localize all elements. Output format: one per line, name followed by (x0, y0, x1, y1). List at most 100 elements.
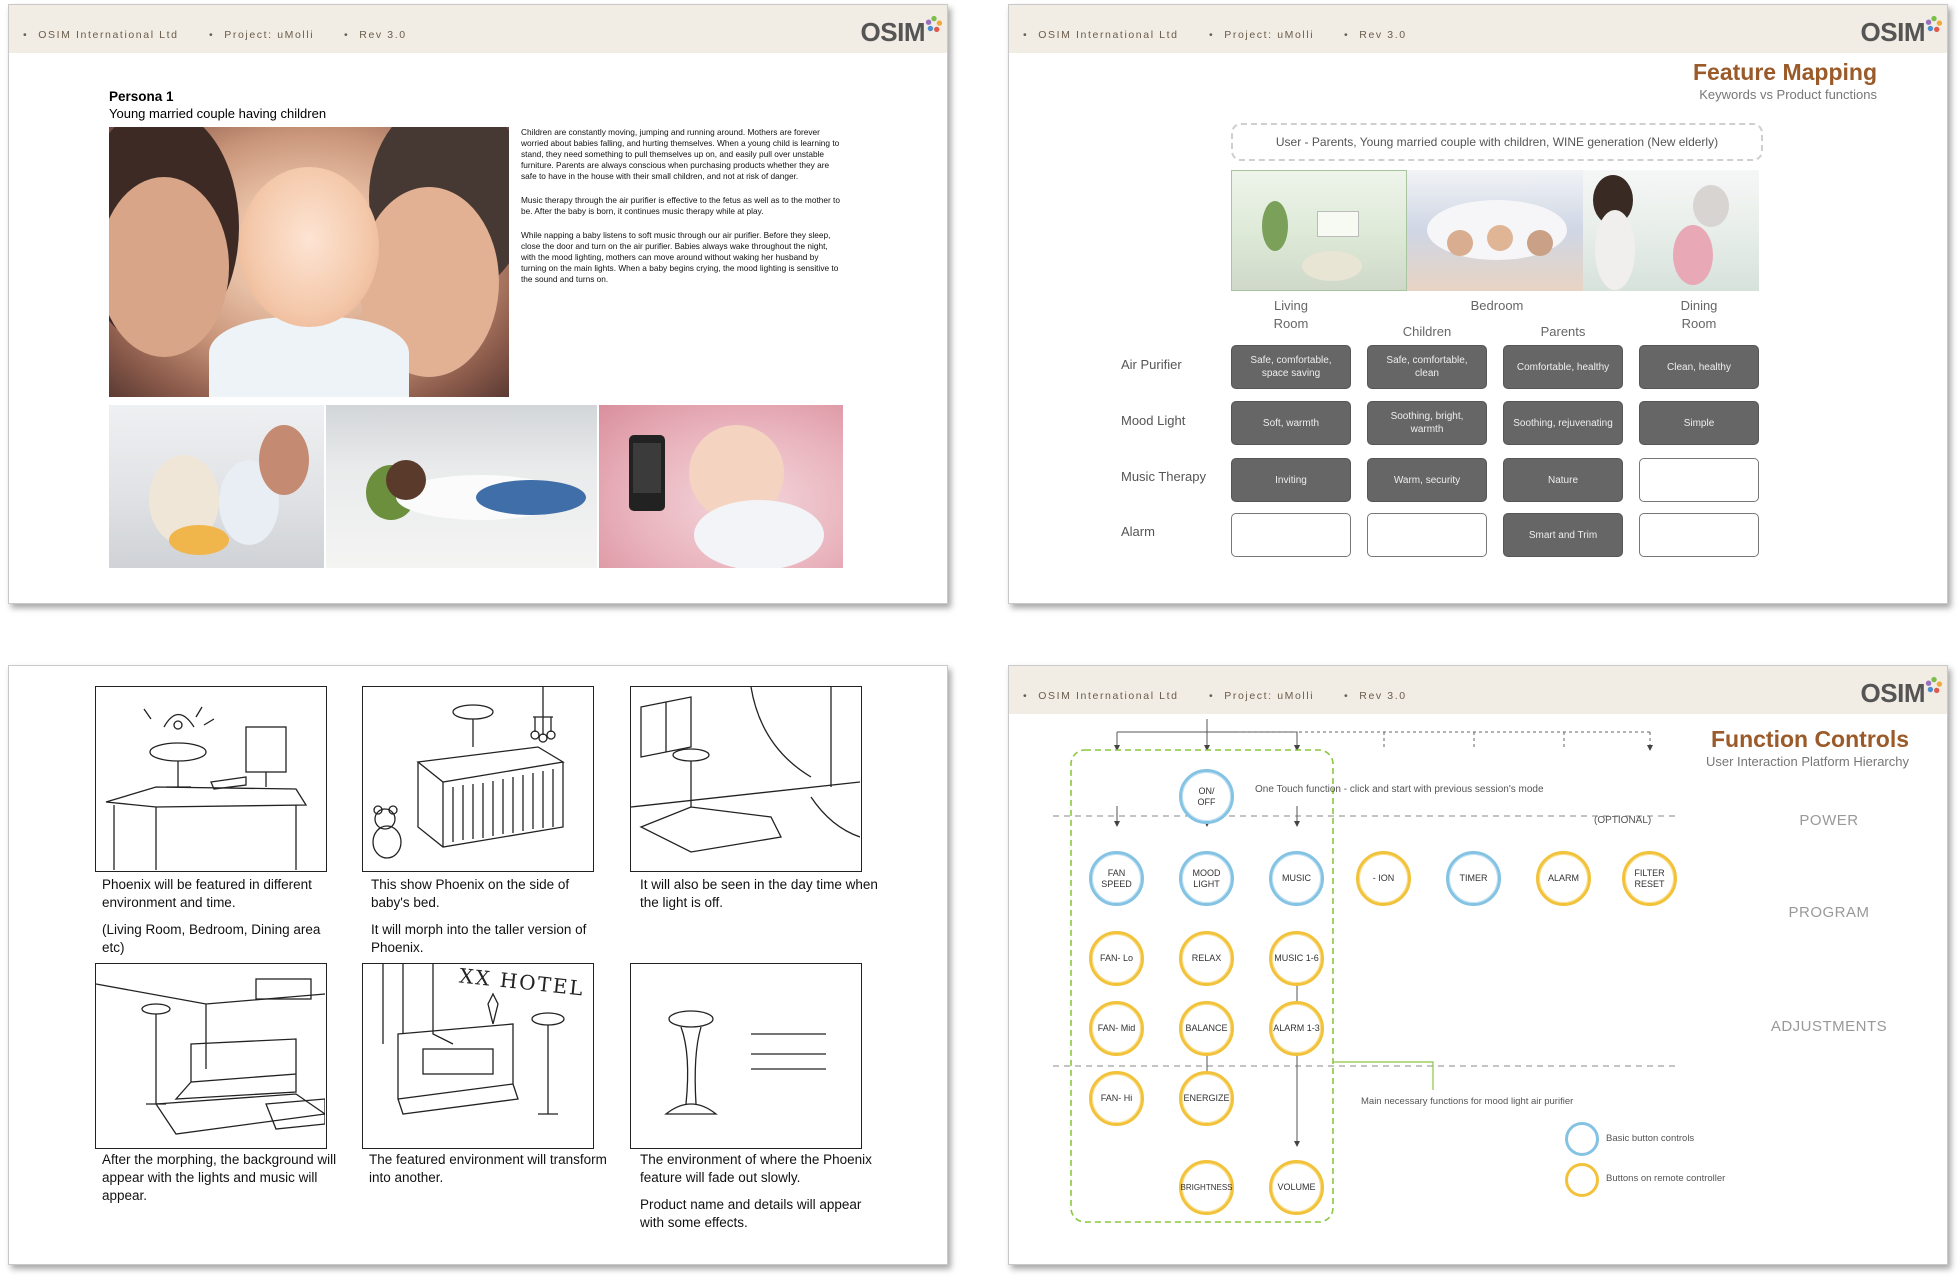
sketch-phoenix-fade (630, 963, 862, 1149)
persona-subtitle: Young married couple having children (109, 106, 327, 121)
persona-description: Children are constantly moving, jumping … (521, 127, 841, 298)
node-fan-lo: FAN- Lo (1089, 931, 1144, 986)
osim-logo: OSIM (1861, 15, 1943, 48)
row-alarm: Alarm (1121, 524, 1155, 539)
cell-air-children: Safe, comfortable, clean (1367, 345, 1487, 389)
slide-feature-mapping: OSIM International Ltd Project: uMolli R… (1008, 4, 1948, 604)
node-fan-speed: FAN SPEED (1089, 851, 1144, 906)
header-company: OSIM International Ltd (23, 29, 179, 41)
optional-label: (OPTIONAL) (1594, 815, 1652, 826)
cell-air-living: Safe, comfortable, space saving (1231, 345, 1351, 389)
paragraph-napping: While napping a baby listens to soft mus… (521, 230, 839, 284)
slide-storyboard: Phoenix will be featured in different en… (8, 665, 948, 1265)
node-balance: BALANCE (1179, 1001, 1234, 1056)
mother-headphones-photo (326, 405, 597, 568)
cell-alarm-living (1231, 513, 1351, 557)
one-touch-note: One Touch function - click and start wit… (1255, 784, 1544, 795)
node-alarm-1-3: ALARM 1-3 (1269, 1001, 1324, 1056)
node-fan-mid: FAN- Mid (1089, 1001, 1144, 1056)
header-project: Project: uMolli (1209, 690, 1314, 702)
bedroom-photo (1407, 170, 1583, 291)
node-mood-light: MOOD LIGHT (1179, 851, 1234, 906)
legend-basic: Basic button controls (1606, 1133, 1695, 1144)
user-box: User - Parents, Young married couple wit… (1231, 123, 1763, 161)
family-photo (109, 127, 509, 397)
paragraph-music-therapy: Music therapy through the air purifier i… (521, 195, 840, 216)
node-relax: RELAX (1179, 931, 1234, 986)
node-volume: VOLUME (1269, 1160, 1324, 1215)
caption-panel-5: The featured environment will transform … (369, 1152, 607, 1185)
row-music-therapy: Music Therapy (1121, 469, 1207, 484)
caption-panel-4: After the morphing, the background will … (102, 1152, 337, 1203)
section-subtitle: Keywords vs Product functions (1699, 87, 1877, 102)
cell-mood-parents: Soothing, rejuvenating (1503, 401, 1623, 445)
column-parents: Parents (1540, 324, 1586, 339)
children-playing-photo (109, 405, 324, 568)
cell-air-parents: Comfortable, healthy (1503, 345, 1623, 389)
header-rev: Rev 3.0 (344, 29, 407, 41)
column-bedroom: Bedroom (1470, 298, 1524, 313)
slide-persona: OSIM International Ltd Project: uMolli R… (8, 4, 948, 604)
cell-mood-living: Soft, warmth (1231, 401, 1351, 445)
node-filter-reset: FILTER RESET (1622, 851, 1677, 906)
row-mood-light: Mood Light (1121, 413, 1186, 428)
node-fan-hi: FAN- Hi (1089, 1071, 1144, 1126)
node-music-1-6: MUSIC 1-6 (1269, 931, 1324, 986)
slide-header: OSIM International Ltd Project: uMolli R… (1009, 5, 1947, 53)
column-living-room: Living Room (1273, 298, 1309, 331)
node-brightness: BRIGHTNESS (1179, 1160, 1234, 1215)
caption-panel-1: Phoenix will be featured in different en… (102, 877, 321, 955)
level-program: PROGRAM (1788, 904, 1870, 921)
node-timer: TIMER (1446, 851, 1501, 906)
sketch-living-room (95, 686, 327, 872)
osim-logo: OSIM (1861, 676, 1943, 709)
node-music: MUSIC (1269, 851, 1324, 906)
legend-yellow-ring-icon (1565, 1163, 1599, 1197)
section-title: Function Controls (1710, 726, 1909, 752)
sketch-baby-bed (362, 686, 594, 872)
cell-music-children: Warm, security (1367, 458, 1487, 502)
sketch-hotel: XX HOTEL (362, 963, 594, 1149)
legend-blue-ring-icon (1565, 1122, 1599, 1156)
cell-mood-dining: Simple (1639, 401, 1759, 445)
node-alarm: ALARM (1536, 851, 1591, 906)
osim-logo: OSIM (861, 15, 943, 48)
caption-panel-3: It will also be seen in the day time whe… (640, 877, 878, 910)
cell-alarm-dining (1639, 513, 1759, 557)
level-adjustments: ADJUSTMENTS (1770, 1018, 1888, 1035)
cell-music-living: Inviting (1231, 458, 1351, 502)
column-dining-room: Dining Room (1680, 298, 1718, 331)
legend-remote: Buttons on remote controller (1606, 1173, 1726, 1184)
header-company: OSIM International Ltd (1023, 29, 1179, 41)
header-rev: Rev 3.0 (1344, 29, 1407, 41)
paragraph-safety: Children are constantly moving, jumping … (521, 127, 840, 181)
cell-mood-children: Soothing, bright, warmth (1367, 401, 1487, 445)
caption-panel-6: The environment of where the Phoenix fea… (640, 1152, 872, 1230)
row-air-purifier: Air Purifier (1121, 357, 1182, 372)
logo-flower-icon (1925, 15, 1943, 33)
column-children: Children (1402, 324, 1452, 339)
header-rev: Rev 3.0 (1344, 690, 1407, 702)
cell-music-dining (1639, 458, 1759, 502)
caption-panel-2: This show Phoenix on the side of baby's … (371, 877, 587, 955)
slide-function-controls: OSIM International Ltd Project: uMolli R… (1008, 665, 1948, 1265)
node-energize: ENERGIZE (1179, 1071, 1234, 1126)
cell-air-dining: Clean, healthy (1639, 345, 1759, 389)
node-ion: - ION (1356, 851, 1411, 906)
header-project: Project: uMolli (209, 29, 314, 41)
main-functions-note: Main necessary functions for mood light … (1361, 1096, 1574, 1107)
header-company: OSIM International Ltd (1023, 690, 1179, 702)
sleeping-baby-photo (599, 405, 843, 568)
dining-room-photo (1583, 170, 1759, 291)
cell-alarm-children (1367, 513, 1487, 557)
cell-alarm-parents: Smart and Trim (1503, 513, 1623, 557)
slide-header: OSIM International Ltd Project: uMolli R… (1009, 666, 1947, 714)
sketch-morph-room (95, 963, 327, 1149)
slide-header: OSIM International Ltd Project: uMolli R… (9, 5, 947, 53)
hierarchy-connectors (1053, 719, 1679, 1223)
cell-music-parents: Nature (1503, 458, 1623, 502)
sketch-day-room (630, 686, 862, 872)
section-subtitle: User Interaction Platform Hierarchy (1705, 754, 1909, 769)
header-project: Project: uMolli (1209, 29, 1314, 41)
section-title: Feature Mapping (1692, 59, 1877, 85)
